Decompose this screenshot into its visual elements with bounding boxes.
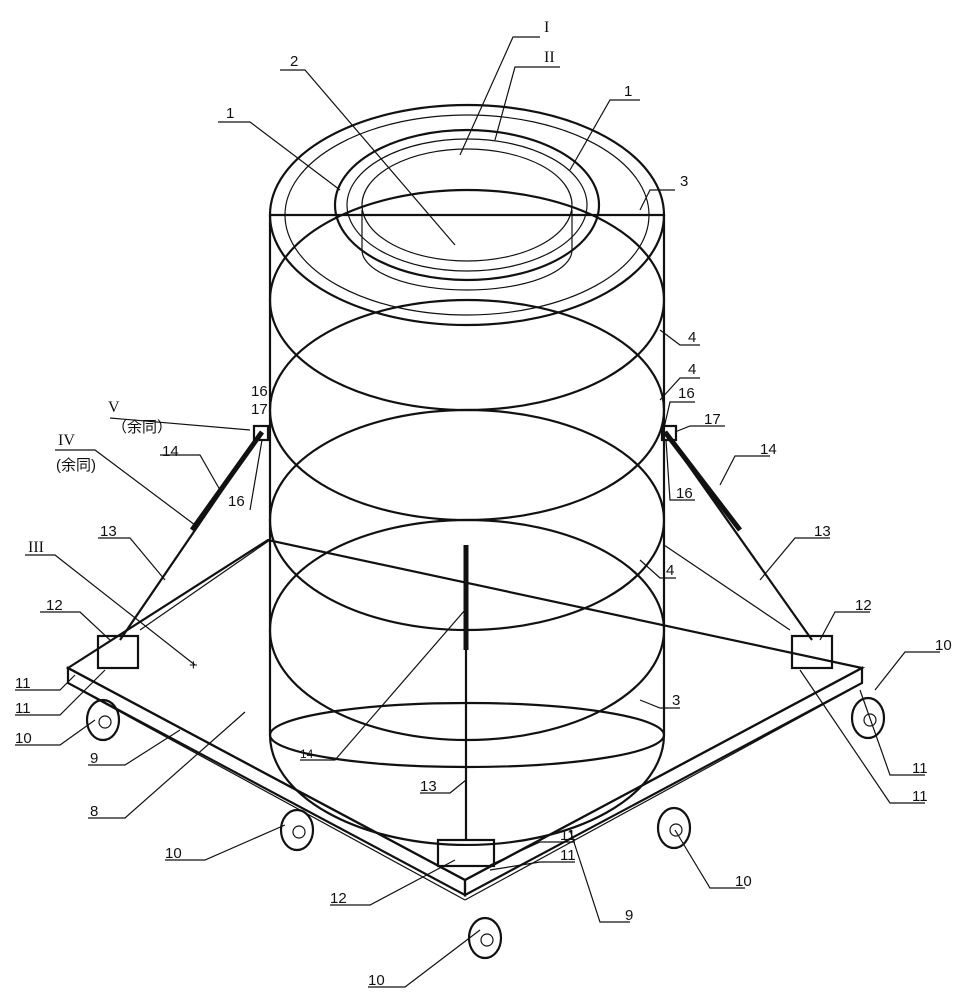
- label-3: 3: [672, 692, 680, 709]
- label-11: 11: [560, 847, 576, 864]
- label-10: 10: [368, 972, 385, 989]
- label-10: 10: [935, 637, 952, 654]
- label-2: 2: [290, 53, 298, 70]
- label-14: 14: [162, 443, 179, 460]
- base-platform: [65, 538, 866, 901]
- label-11: 11: [15, 675, 31, 692]
- label-4: 4: [666, 562, 674, 579]
- label-13: 13: [814, 523, 831, 540]
- caster-wheel: [279, 808, 315, 852]
- clamp-left: [96, 634, 140, 670]
- label-16: 16: [678, 385, 695, 402]
- caster-wheel: [85, 698, 121, 742]
- label-17: 17: [251, 401, 268, 418]
- caster-wheel: [850, 696, 886, 740]
- support-struts: +: [96, 424, 834, 868]
- label-11: 11: [15, 700, 31, 717]
- label-17: 17: [704, 411, 721, 428]
- label-1: 1: [226, 105, 234, 122]
- label-10: 10: [15, 730, 32, 747]
- label-9: 9: [625, 907, 633, 924]
- label-V: V: [108, 399, 120, 416]
- label-9: 9: [90, 750, 98, 767]
- label-16: 16: [251, 383, 268, 400]
- label-same-note: （余同）: [112, 418, 172, 436]
- label-III: III: [28, 539, 44, 556]
- label-11: 11: [912, 788, 928, 805]
- leader-lines: [15, 36, 940, 988]
- caster-wheel: [656, 806, 692, 850]
- label-same-note: (余同): [56, 456, 96, 474]
- label-10: 10: [165, 845, 182, 862]
- label-1: 1: [624, 83, 632, 100]
- label-11: 11: [560, 827, 576, 844]
- label-16: 16: [676, 485, 693, 502]
- caster-wheels: [85, 696, 886, 960]
- center-mark: +: [189, 657, 198, 674]
- label-12: 12: [855, 597, 872, 614]
- label-14: 14: [300, 747, 314, 761]
- inner-winding-ring: [333, 128, 601, 282]
- label-8: 8: [90, 803, 98, 820]
- clamp-front: [436, 838, 496, 868]
- label-4: 4: [688, 361, 696, 378]
- label-12: 12: [46, 597, 63, 614]
- label-II: II: [544, 49, 555, 66]
- label-16: 16: [228, 493, 245, 510]
- caster-wheel: [467, 916, 503, 960]
- label-12: 12: [330, 890, 347, 907]
- label-13: 13: [100, 523, 117, 540]
- label-10: 10: [735, 873, 752, 890]
- label-11: 11: [912, 760, 928, 777]
- part-labels: I II 2 1 1 3 4 4 4 3 16 17 16 V （余同） IV …: [15, 19, 952, 989]
- label-13: 13: [420, 778, 437, 795]
- label-IV: IV: [58, 432, 75, 449]
- label-I: I: [544, 19, 549, 36]
- label-4: 4: [688, 329, 696, 346]
- label-3: 3: [680, 173, 688, 190]
- label-14: 14: [760, 441, 777, 458]
- clamp-right: [790, 634, 834, 670]
